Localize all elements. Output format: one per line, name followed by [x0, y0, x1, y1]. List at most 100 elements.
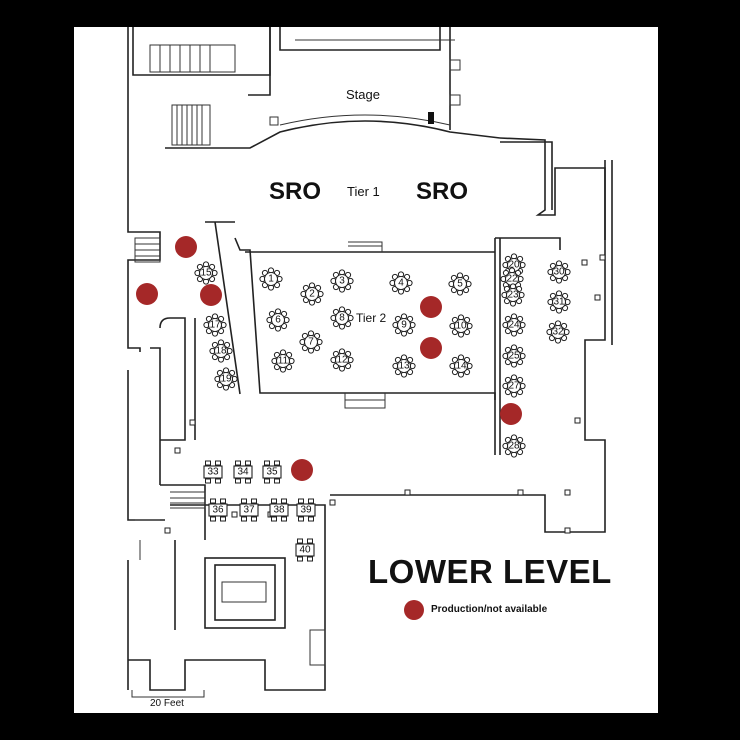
scale-bar [131, 690, 205, 698]
table-top [334, 273, 350, 289]
chair [297, 556, 303, 562]
table-top [269, 503, 289, 517]
level-title: LOWER LEVEL [368, 553, 612, 590]
chair [245, 460, 251, 466]
table-40: 40 [295, 538, 315, 562]
table-17: 17 [203, 313, 227, 337]
sro-right-label: SRO [416, 178, 469, 205]
lower-room [135, 519, 326, 666]
table-number: 9 [401, 320, 407, 331]
production-marker [420, 337, 442, 359]
table-top [213, 343, 229, 359]
table-27: 27 [502, 374, 526, 398]
chair [215, 460, 221, 466]
production-markers [136, 236, 522, 481]
table-number: 32 [552, 327, 564, 338]
table-28: 28 [502, 434, 526, 458]
table-top [296, 503, 316, 517]
chair [251, 516, 257, 522]
table-top [452, 276, 468, 292]
table-number: 6 [275, 315, 281, 326]
chair [307, 538, 313, 544]
table-number: 3 [339, 276, 345, 287]
table-7: 7 [299, 330, 323, 354]
table-top [233, 465, 253, 479]
chair [298, 498, 304, 504]
legend-production-icon [404, 600, 424, 620]
table-top [304, 286, 320, 302]
chair [241, 498, 247, 504]
table-36: 36 [208, 498, 228, 522]
chair [271, 498, 277, 504]
chair [241, 516, 247, 522]
table-top [263, 271, 279, 287]
table-number: 8 [339, 313, 345, 324]
table-13: 13 [392, 354, 416, 378]
table-number: 22 [506, 274, 518, 285]
stage-label: Stage [346, 87, 380, 102]
chair [245, 478, 251, 484]
chair [274, 460, 280, 466]
table-top [453, 318, 469, 334]
table-number: 25 [508, 351, 520, 362]
table-12: 12 [330, 348, 354, 372]
table-3: 3 [330, 269, 354, 293]
table-top [270, 312, 286, 328]
table-top [396, 317, 412, 333]
chair [274, 478, 280, 484]
table-top [203, 465, 223, 479]
chair [297, 538, 303, 544]
table-number: 23 [507, 290, 519, 301]
table-18: 18 [209, 339, 233, 363]
table-6: 6 [266, 308, 290, 332]
production-marker [200, 284, 222, 306]
table-4: 4 [389, 271, 413, 295]
chair [308, 498, 314, 504]
chair [308, 516, 314, 522]
table-number: 28 [508, 441, 520, 452]
table-number: 10 [455, 321, 467, 332]
table-number: 11 [278, 356, 289, 367]
table-top [295, 543, 315, 557]
table-number: 31 [553, 297, 565, 308]
table-number: 36 [212, 505, 224, 516]
table-top [208, 503, 228, 517]
table-number: 27 [508, 381, 520, 392]
table-8: 8 [330, 306, 354, 330]
table-number: 17 [209, 320, 221, 331]
chair [281, 498, 287, 504]
stairs [134, 44, 386, 509]
table-top [550, 324, 566, 340]
table-top [334, 310, 350, 326]
chair [271, 516, 277, 522]
table-25: 25 [502, 344, 526, 368]
table-14: 14 [449, 354, 473, 378]
table-number: 5 [457, 279, 463, 290]
table-number: 13 [398, 361, 410, 372]
table-top [303, 334, 319, 350]
production-marker [420, 296, 442, 318]
table-number: 1 [268, 274, 274, 285]
production-marker [291, 459, 313, 481]
table-34: 34 [233, 460, 253, 484]
chair [210, 498, 216, 504]
table-top [262, 465, 282, 479]
table-number: 2 [309, 289, 315, 300]
table-top [207, 317, 223, 333]
table-number: 12 [336, 355, 348, 366]
production-marker [136, 283, 158, 305]
scale-label: 20 Feet [150, 698, 184, 709]
table-number: 34 [237, 467, 249, 478]
table-31: 31 [547, 290, 571, 314]
table-38: 38 [269, 498, 289, 522]
table-9: 9 [392, 313, 416, 337]
table-top [506, 438, 522, 454]
table-top [396, 358, 412, 374]
table-top [506, 378, 522, 394]
table-2: 2 [300, 282, 324, 306]
chair [205, 460, 211, 466]
table-number: 40 [299, 545, 311, 556]
